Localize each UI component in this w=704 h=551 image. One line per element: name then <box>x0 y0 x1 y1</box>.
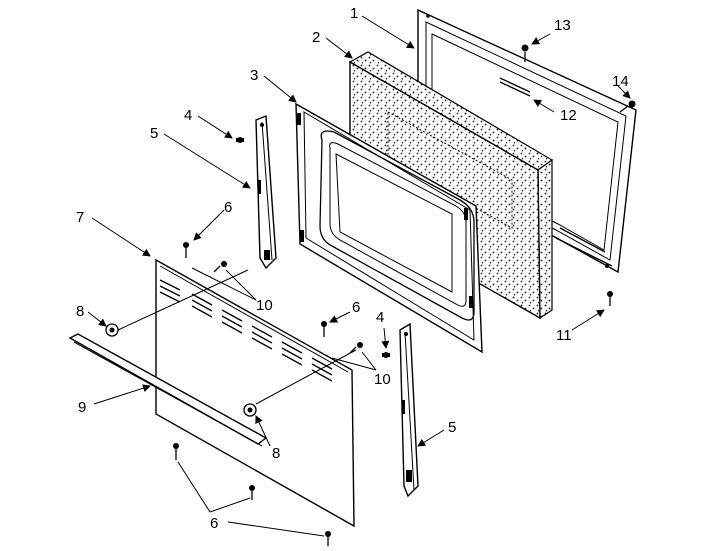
callout-10-upper: 10 <box>256 297 273 314</box>
callout-6-upper: 6 <box>224 199 232 216</box>
screw-10-upper <box>213 261 227 273</box>
callout-4-upper: 4 <box>184 107 192 124</box>
callout-12: 12 <box>560 107 577 124</box>
clip-4-upper <box>236 137 244 143</box>
callout-6-mid: 6 <box>352 299 360 316</box>
screw-11 <box>607 291 613 306</box>
clip-4-lower <box>382 352 390 358</box>
clip-12 <box>499 77 531 97</box>
callout-7: 7 <box>76 209 84 226</box>
screw-13 <box>521 44 529 62</box>
callout-3: 3 <box>250 67 258 84</box>
screw-6-mid <box>321 321 327 337</box>
screw-14 <box>619 100 636 113</box>
door-vent-slots <box>159 279 333 382</box>
leader-lines <box>87 15 631 537</box>
callout-2: 2 <box>312 29 320 46</box>
screw-6-bottom-a <box>173 443 179 460</box>
callout-4-lower: 4 <box>376 309 384 326</box>
screw-6-upper <box>183 242 189 258</box>
callout-labels: 1 2 3 4 5 7 6 10 8 9 8 6 4 10 5 11 12 13… <box>76 5 629 532</box>
handle-endcaps <box>105 323 257 417</box>
callout-10-lower: 10 <box>374 371 391 388</box>
callout-8-right: 8 <box>272 445 280 462</box>
callout-1: 1 <box>350 5 358 22</box>
fasteners <box>173 44 636 546</box>
callout-9: 9 <box>78 399 86 416</box>
callout-11: 11 <box>556 327 572 344</box>
screw-10-lower <box>349 342 363 354</box>
callout-5-lower: 5 <box>448 419 456 436</box>
callout-13: 13 <box>554 17 571 34</box>
outer-door-panel <box>155 258 355 528</box>
screw-6-bottom-b <box>249 485 255 500</box>
callout-5-upper: 5 <box>150 125 158 142</box>
callout-14: 14 <box>612 73 629 90</box>
hinge-channel-upper <box>255 114 277 270</box>
callout-8-left: 8 <box>76 303 84 320</box>
inner-door-panel <box>295 102 483 354</box>
hinge-channel-lower <box>399 322 419 498</box>
callout-6-bottom: 6 <box>210 515 218 532</box>
screw-6-bottom-c <box>325 531 331 546</box>
